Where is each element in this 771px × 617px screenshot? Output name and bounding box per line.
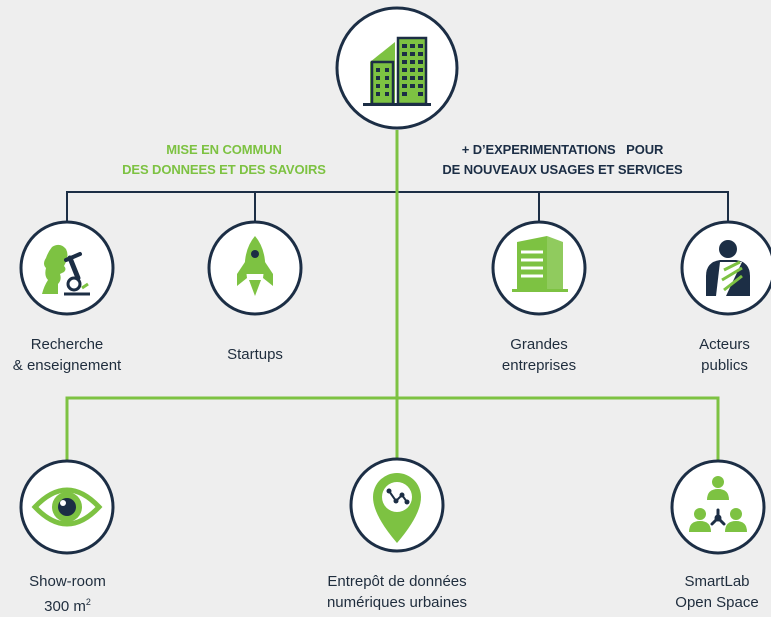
rocket-icon bbox=[237, 236, 273, 296]
header-left-line1: MISE EN COMMUN bbox=[166, 142, 282, 157]
stakeholder-node-startups bbox=[207, 220, 303, 316]
resource-label-area: 300 m bbox=[44, 598, 86, 615]
stakeholder-label-acteurs: Acteurs publics bbox=[678, 334, 771, 376]
resource-label-showroom: Show-room 300 m2 bbox=[10, 571, 125, 617]
stakeholder-label-line2: & enseignement bbox=[12, 357, 122, 374]
office-building-icon bbox=[512, 236, 568, 292]
resource-label-line2: Open Space bbox=[675, 594, 759, 611]
researcher-microscope-icon bbox=[42, 244, 90, 296]
stakeholder-label-line1: Recherche bbox=[30, 336, 104, 353]
header-right-line2: DE NOUVEAUX USAGES ET SERVICES bbox=[442, 162, 683, 177]
public-official-icon bbox=[706, 240, 750, 296]
resource-label-line1: SmartLab bbox=[684, 573, 750, 590]
top-node bbox=[335, 6, 459, 130]
stakeholder-label-entreprises: Grandes entreprises bbox=[479, 334, 599, 376]
team-network-icon bbox=[689, 476, 747, 532]
header-right-line1: + D’EXPERIMENTATIONS POUR bbox=[461, 142, 664, 157]
stakeholder-label-recherche: Recherche & enseignement bbox=[0, 334, 134, 376]
header-left: MISE EN COMMUN DES DONNEES ET DES SAVOIR… bbox=[104, 140, 344, 180]
stakeholder-label-line2: entreprises bbox=[501, 357, 577, 374]
stakeholder-node-acteurs bbox=[680, 220, 771, 316]
resource-label-smartlab: SmartLab Open Space bbox=[665, 571, 769, 613]
resource-label-area-exponent: 2 bbox=[85, 597, 91, 607]
stakeholder-node-recherche bbox=[19, 220, 115, 316]
resource-node-smartlab bbox=[670, 459, 766, 555]
resource-node-showroom bbox=[19, 459, 115, 555]
header-right: + D’EXPERIMENTATIONS POUR DE NOUVEAUX US… bbox=[425, 140, 700, 180]
resource-label-line2: 300 m2 bbox=[10, 592, 125, 617]
stakeholder-label-line1: Acteurs bbox=[699, 336, 750, 353]
stakeholder-label-line1: Startups bbox=[227, 346, 283, 363]
buildings-icon bbox=[363, 36, 431, 106]
stakeholder-label-line1: Grandes bbox=[510, 336, 568, 353]
resource-label-line1: Show-room bbox=[29, 573, 106, 590]
resource-node-entrepot bbox=[349, 457, 445, 553]
data-pin-icon bbox=[373, 473, 421, 543]
resource-label-line1: Entrepôt de données bbox=[327, 573, 467, 590]
stakeholder-label-line2: publics bbox=[701, 357, 748, 374]
resource-label-entrepot: Entrepôt de données numériques urbaines bbox=[300, 571, 494, 613]
eye-icon bbox=[31, 487, 103, 527]
header-left-line2: DES DONNEES ET DES SAVOIRS bbox=[122, 162, 326, 177]
resource-label-line2: numériques urbaines bbox=[326, 594, 468, 611]
resource-branch-line bbox=[65, 396, 720, 464]
stakeholder-label-startups: Startups bbox=[195, 344, 315, 365]
stakeholder-node-entreprises bbox=[491, 220, 587, 316]
